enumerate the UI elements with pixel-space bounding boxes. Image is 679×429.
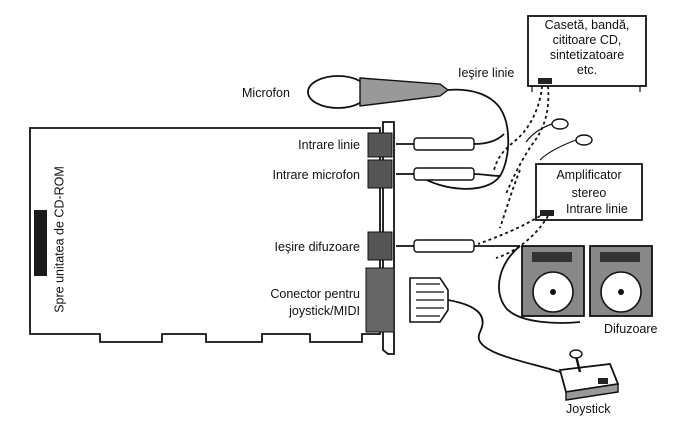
amp-input-cable-a — [477, 215, 541, 245]
amplifier-label: Amplificator — [556, 168, 622, 182]
mic-in-label: Intrare microfon — [272, 168, 360, 182]
speaker-right — [589, 245, 653, 317]
amplifier-line-in-label: Intrare linie — [566, 202, 628, 216]
joystick-port — [365, 267, 395, 333]
sound-card-outline — [29, 127, 381, 343]
cdrom-header-connector — [34, 210, 47, 276]
joystick-label: Joystick — [566, 402, 611, 416]
speakers-label: Difuzoare — [604, 322, 658, 336]
speaker-out-plug — [396, 239, 520, 253]
amplifier-stereo-label: stereo — [571, 186, 607, 200]
speaker-cable — [498, 245, 581, 324]
mic-in-jack — [367, 159, 393, 189]
line-out-cable-a — [493, 85, 543, 171]
line-out-cable-b — [505, 85, 550, 195]
speaker-out-label: Ieşire difuzoare — [274, 240, 360, 254]
cdrom-label: Spre unitatea de CD-ROM — [52, 166, 67, 313]
speaker-left — [521, 245, 585, 317]
line-in-plug — [396, 133, 505, 151]
joystick-icon — [558, 349, 620, 401]
microphone-icon — [307, 75, 510, 190]
mic-in-plug — [396, 167, 501, 181]
joystick-connector-plug — [409, 277, 561, 373]
line-in-label: Intrare linie — [298, 138, 360, 152]
line-in-jack — [367, 132, 393, 158]
speaker-out-jack — [367, 231, 393, 261]
source-device-box — [527, 15, 647, 87]
source-device-label: Casetă, bandă, cititoare CD, sintetizato… — [544, 18, 630, 77]
line-out-label: Ieşire linie — [458, 66, 515, 80]
joystick-connector-label: Conector pentru joystick/MIDI — [270, 287, 360, 318]
microphone-label: Microfon — [242, 86, 290, 100]
amp-input-cable-b — [495, 215, 549, 259]
